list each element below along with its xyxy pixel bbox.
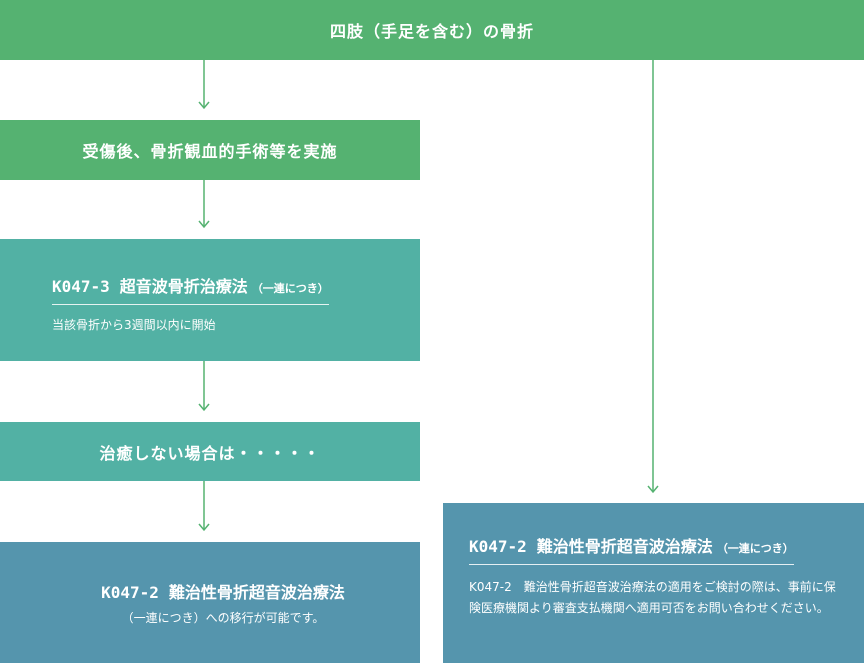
k0472-left-title-row: K047-2 難治性骨折超音波治療法	[101, 579, 345, 603]
k0473-title: 超音波骨折治療法	[119, 277, 248, 296]
arrowhead-k0473	[198, 220, 210, 229]
k0472-left-sub: （一連につき）への移行が可能です。	[121, 611, 325, 625]
k0472-right-note: K047-2 難治性骨折超音波治療法の適用をご検討の際は、事前に保険医療機関より…	[469, 580, 836, 615]
surgery-box: 受傷後、骨折観血的手術等を実施	[0, 120, 420, 180]
not-healed-label: 治癒しない場合は・・・・・	[99, 443, 321, 463]
not-healed-box: 治癒しない場合は・・・・・	[0, 422, 420, 481]
arrowhead-notheal	[198, 403, 210, 412]
k0472-right-box: K047-2 難治性骨折超音波治療法 （一連につき） K047-2 難治性骨折超…	[443, 503, 864, 663]
k0473-box: K047-3 超音波骨折治療法 （一連につき） 当該骨折から3週間以内に開始	[0, 239, 420, 361]
k0472-right-code: K047-2	[469, 537, 527, 556]
k0473-note: 当該骨折から3週間以内に開始	[52, 318, 216, 332]
k0472-left-title: 難治性骨折超音波治療法	[168, 583, 345, 602]
k0472-right-paren: （一連につき）	[716, 542, 794, 555]
top-label: 四肢（手足を含む）の骨折	[329, 22, 534, 41]
k0472-right-title-row: K047-2 難治性骨折超音波治療法 （一連につき）	[469, 533, 794, 565]
k0472-left-box: K047-2 難治性骨折超音波治療法 （一連につき）への移行が可能です。	[0, 542, 420, 663]
k0473-code: K047-3	[52, 277, 110, 296]
k0473-paren: （一連につき）	[251, 282, 329, 295]
k0472-left-code: K047-2	[101, 583, 159, 602]
k0472-right-title: 難治性骨折超音波治療法	[536, 537, 713, 556]
arrowhead-k0472-right	[647, 485, 659, 494]
arrowhead-step1	[198, 101, 210, 110]
k0473-title-row: K047-3 超音波骨折治療法 （一連につき）	[52, 273, 329, 305]
surgery-label: 受傷後、骨折観血的手術等を実施	[82, 142, 338, 161]
top-fracture-box: 四肢（手足を含む）の骨折	[0, 0, 864, 60]
arrowhead-k0472-left	[198, 523, 210, 532]
